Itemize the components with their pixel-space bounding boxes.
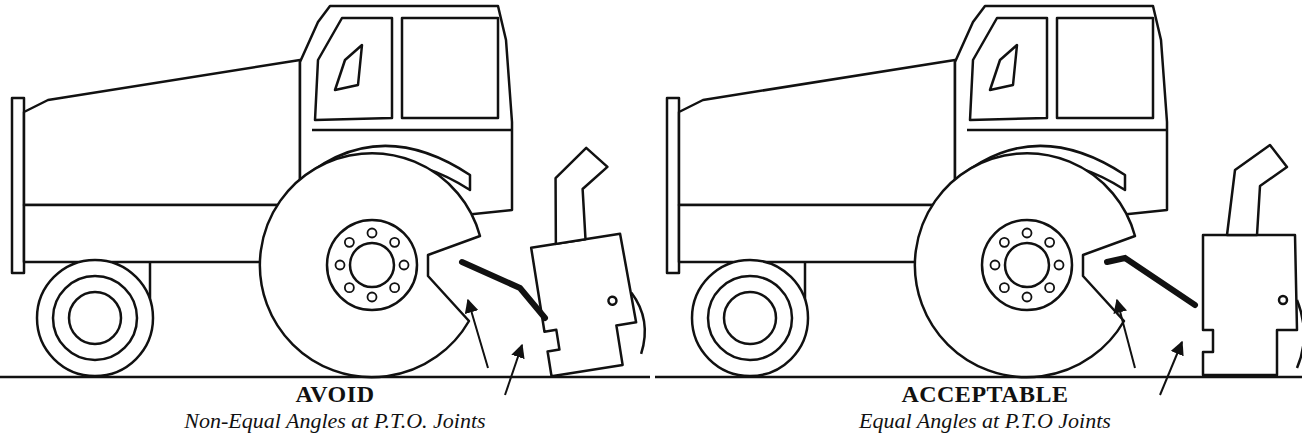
wheel-bolt bbox=[368, 229, 377, 238]
wheel-bolt bbox=[1045, 238, 1054, 247]
panel-heading: AVOID bbox=[296, 381, 375, 408]
pto-shaft bbox=[1107, 258, 1195, 305]
blower-housing bbox=[531, 233, 642, 376]
wheel-bolt bbox=[400, 261, 409, 270]
snowblower-level bbox=[1203, 145, 1302, 375]
tractor bbox=[667, 6, 1167, 377]
wheel-bolt bbox=[1045, 283, 1054, 292]
tractor bbox=[12, 6, 512, 377]
avoid-scene bbox=[0, 6, 650, 395]
blower-housing bbox=[1203, 235, 1297, 375]
wheel-bolt bbox=[1000, 283, 1009, 292]
wheel-bolt bbox=[368, 293, 377, 302]
panel-heading: ACCEPTABLE bbox=[901, 381, 1068, 408]
panel-caption: Non-Equal Angles at P.T.O. Joints bbox=[184, 408, 485, 434]
wheel-bolt bbox=[991, 261, 1000, 270]
snowblower-tilted bbox=[517, 143, 650, 376]
ground-line bbox=[655, 376, 1302, 379]
acceptable-scene bbox=[655, 6, 1302, 395]
leader-arrow bbox=[1160, 342, 1182, 395]
wheel-bolt bbox=[1000, 238, 1009, 247]
pto-shaft bbox=[462, 262, 545, 318]
wheel-bolt bbox=[1055, 261, 1064, 270]
wheel-bolt bbox=[1023, 293, 1032, 302]
blower-chute bbox=[1227, 145, 1287, 235]
leader-arrow bbox=[468, 300, 488, 368]
blower-skid bbox=[1297, 300, 1302, 368]
panel-caption: Equal Angles at P.T.O Joints bbox=[859, 408, 1111, 434]
wheel-bolt bbox=[390, 283, 399, 292]
blower-skid bbox=[631, 291, 649, 353]
blower-bolt bbox=[1279, 296, 1287, 304]
leader-arrow bbox=[1117, 300, 1135, 368]
wheel-bolt bbox=[1023, 229, 1032, 238]
wheel-bolt bbox=[345, 238, 354, 247]
wheel-bolt bbox=[336, 261, 345, 270]
leader-arrow bbox=[505, 345, 522, 395]
wheel-bolt bbox=[345, 283, 354, 292]
wheel-bolt bbox=[390, 238, 399, 247]
ground-line bbox=[0, 376, 650, 379]
blower-chute bbox=[542, 145, 618, 244]
blower-bolt bbox=[608, 296, 617, 305]
